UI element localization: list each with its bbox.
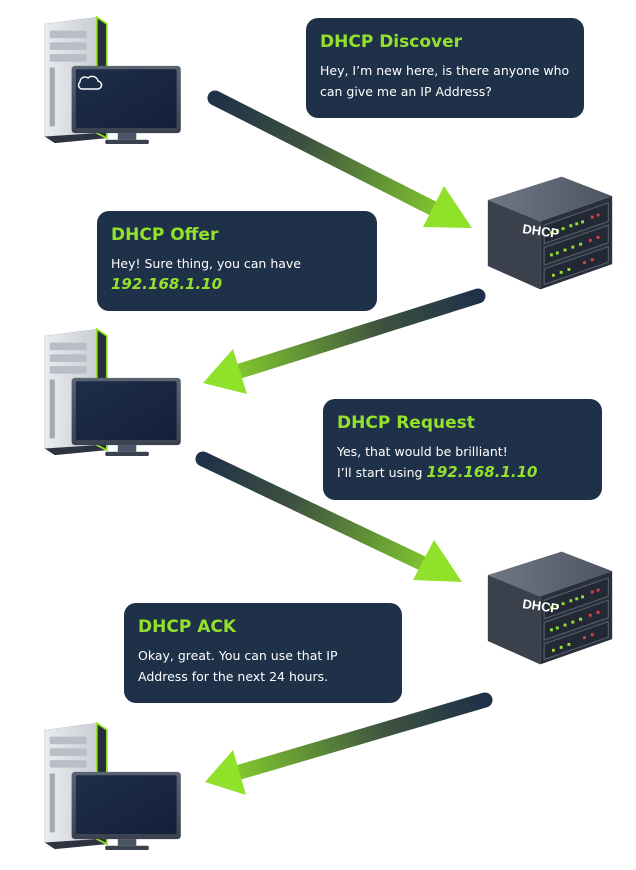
ip-address: 192.168.1.10 <box>426 463 538 481</box>
message-title: DHCP ACK <box>138 617 236 637</box>
arrow-request <box>195 451 462 582</box>
server-label: DHCP <box>522 596 561 616</box>
client-computer-icon <box>43 16 182 145</box>
message-text: Okay, great. You can use that IP Address… <box>138 648 338 684</box>
request-message-panel: DHCP Request Yes, that would be brillian… <box>323 399 602 500</box>
discover-message-panel: DHCP Discover Hey, I’m new here, is ther… <box>306 18 584 118</box>
message-text: Yes, that would be brilliant! <box>337 444 508 459</box>
arrow-offer <box>203 288 486 394</box>
message-text: Hey, I’m new here, is there anyone who c… <box>320 63 570 99</box>
server-label: DHCP <box>522 221 561 241</box>
dhcp-server-icon: DHCP <box>487 176 613 290</box>
message-text: I’ll start using <box>337 465 423 480</box>
message-text: Hey! Sure thing, you can have <box>111 256 301 271</box>
ack-message-panel: DHCP ACK Okay, great. You can use that I… <box>124 603 402 703</box>
message-title: DHCP Offer <box>111 225 219 245</box>
message-title: DHCP Discover <box>320 32 463 52</box>
network-cloud-icon <box>77 75 103 90</box>
message-title: DHCP Request <box>337 413 475 433</box>
ip-address: 192.168.1.10 <box>111 275 223 293</box>
arrow-discover <box>207 90 472 228</box>
client-computer-icon <box>43 328 182 457</box>
offer-message-panel: DHCP Offer Hey! Sure thing, you can have… <box>97 211 377 311</box>
arrow-ack <box>205 692 493 795</box>
client-computer-icon <box>43 722 182 851</box>
dhcp-server-icon: DHCP <box>487 551 613 665</box>
